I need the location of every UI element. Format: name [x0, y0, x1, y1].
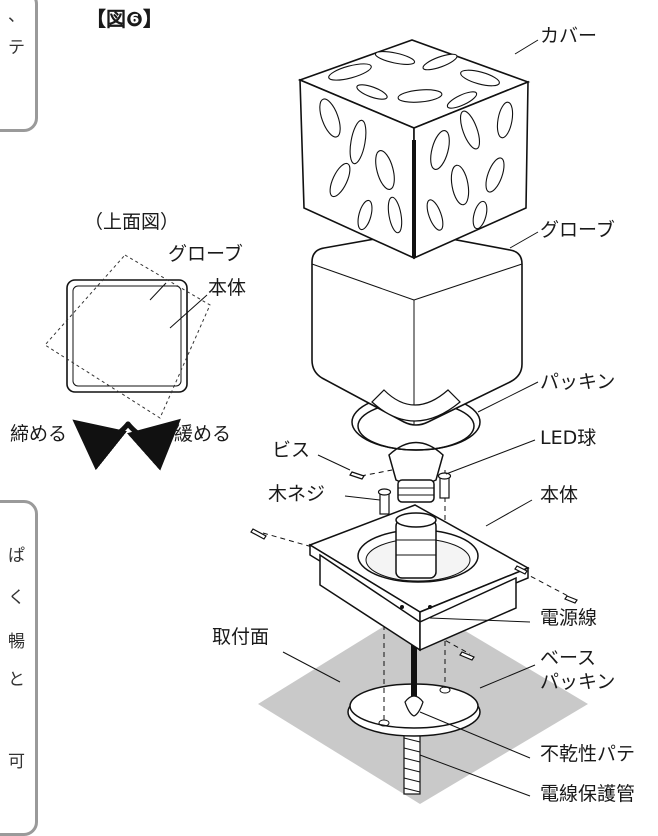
figure-title: 【図❻】 [86, 7, 163, 31]
label-led-bulb: LED球 [540, 427, 597, 449]
side-note-text: と [8, 670, 25, 690]
lamp-socket [395, 512, 437, 579]
side-note-text: く [8, 588, 25, 608]
side-note-box-lower [0, 500, 38, 836]
tighten-label: 締める [10, 423, 68, 445]
side-note-text: 暢 [8, 632, 25, 652]
label-base-packing-line1: ベース [540, 647, 597, 669]
side-note-text: 、 [8, 6, 25, 26]
loosen-label: 緩める [174, 423, 232, 445]
side-note-text: 可 [8, 752, 25, 772]
side-note-box-upper [0, 0, 38, 132]
label-globe: グローブ [540, 219, 615, 241]
leader-line [149, 282, 167, 301]
label-power-line: 電源線 [540, 607, 598, 629]
label-conduit: 電線保護管 [540, 783, 636, 805]
body-box [308, 504, 530, 652]
label-body: 本体 [540, 484, 579, 506]
globe [311, 231, 523, 426]
label-mount-surface: 取付面 [212, 626, 270, 648]
power-wire [404, 632, 424, 717]
tighten-arrow [72, 419, 131, 471]
part-leader-lines [282, 39, 539, 797]
top-view-globe-label: グローブ [168, 243, 243, 265]
top-view-body-label: 本体 [208, 277, 247, 299]
cover [297, 39, 531, 260]
top-view-body-square [66, 279, 188, 393]
label-base-packing-line2: パッキン [540, 671, 616, 693]
label-packing: パッキン [540, 371, 616, 393]
leader-line [169, 294, 208, 329]
wood-screw [377, 472, 452, 515]
led-bulb [388, 441, 444, 503]
exploded-assembly-diagram [44, 39, 588, 804]
side-note-text: ぱ [8, 546, 25, 566]
label-wood-screw: 木ネジ [268, 483, 326, 505]
top-view-globe-rotated [44, 254, 211, 419]
top-view-diagram [44, 254, 211, 471]
label-cover: カバー [540, 25, 598, 47]
top-view-body-inner [72, 285, 182, 387]
label-screw: ビス [272, 439, 311, 461]
side-note-text: テ [8, 38, 25, 58]
top-view-title: （上面図） [84, 211, 180, 233]
label-putty: 不乾性パテ [540, 743, 636, 765]
loosen-arrow [125, 418, 181, 471]
screw [250, 471, 578, 661]
